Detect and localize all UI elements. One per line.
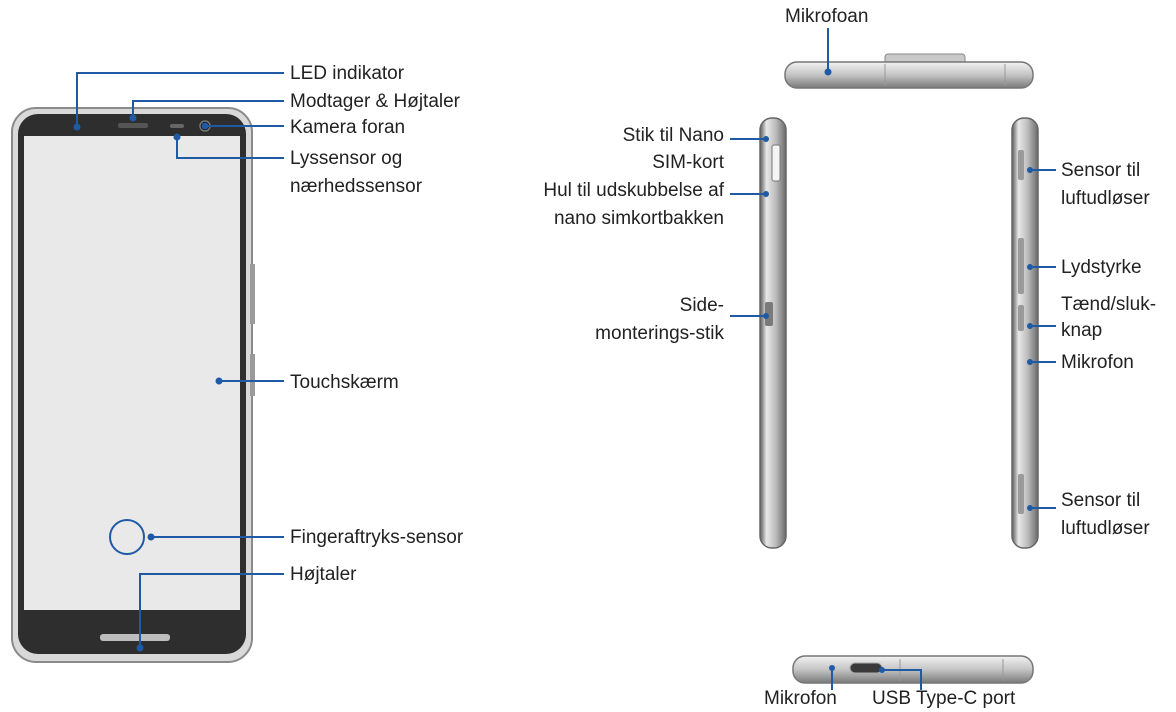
- speaker-grille-icon: [100, 634, 170, 641]
- label-volume: Lydstyrke: [1061, 257, 1142, 278]
- fingerprint-sensor-icon: [109, 519, 145, 555]
- left-side-view: Stik til Nano SIM-kort Hul til udskubbel…: [543, 117, 787, 549]
- label-speaker: Højtaler: [290, 564, 357, 585]
- sim-tray-slot: [771, 144, 781, 182]
- label-air-trigger-top-line1: Sensor til: [1061, 160, 1140, 181]
- top-edge-view: Mikrofoan: [784, 6, 1034, 89]
- label-air-trigger-bottom-line1: Sensor til: [1061, 490, 1140, 511]
- label-fingerprint-sensor: Fingeraftryks-sensor: [290, 527, 464, 548]
- side-button-upper: [250, 264, 255, 324]
- label-air-trigger-bottom-line2: luftudløser: [1061, 518, 1150, 539]
- label-top-microphone: Mikrofoan: [785, 6, 868, 27]
- left-side-body: [759, 117, 787, 549]
- front-view: LED indikator Modtager & Højtaler Kamera…: [11, 63, 464, 663]
- label-nano-sim-line2: SIM-kort: [652, 152, 725, 173]
- label-led-indicator: LED indikator: [290, 63, 405, 84]
- label-front-camera: Kamera foran: [290, 117, 405, 138]
- usb-c-port-icon: [849, 662, 883, 674]
- side-button-lower: [250, 354, 255, 396]
- light-sensor-icon: [170, 124, 184, 128]
- right-side-view: Sensor til luftudløser Lydstyrke Tænd/sl…: [1011, 117, 1156, 549]
- side-mount-port: [765, 302, 773, 326]
- volume-key: [1018, 238, 1024, 294]
- label-air-trigger-top-line2: luftudløser: [1061, 188, 1150, 209]
- label-bottom-microphone: Mikrofon: [764, 688, 837, 709]
- label-side-mount-line2: monterings-stik: [595, 323, 724, 344]
- receiver-slot-icon: [118, 123, 148, 128]
- label-light-sensor-line1: Lyssensor og: [290, 148, 402, 169]
- label-light-sensor-line2: nærhedssensor: [290, 176, 423, 197]
- label-touchscreen: Touchskærm: [290, 372, 399, 393]
- label-sim-eject-line2: nano simkortbakken: [554, 208, 724, 229]
- air-trigger-bottom-zone: [1018, 474, 1024, 514]
- top-edge-body: [784, 61, 1034, 89]
- label-side-mount-line1: Side-: [680, 295, 724, 316]
- label-usb-type-c-port: USB Type-C port: [872, 688, 1016, 709]
- power-key: [1018, 305, 1024, 331]
- bottom-edge-view: Mikrofon USB Type-C port: [764, 655, 1034, 709]
- label-receiver-speaker: Modtager & Højtaler: [290, 91, 461, 112]
- label-power-line2: knap: [1061, 320, 1102, 341]
- phone-screen: [24, 136, 240, 610]
- label-nano-sim-line1: Stik til Nano: [623, 125, 724, 146]
- label-side-microphone: Mikrofon: [1061, 352, 1134, 373]
- right-side-body: [1011, 117, 1039, 549]
- label-sim-eject-line1: Hul til udskubbelse af: [543, 180, 724, 201]
- air-trigger-top-zone: [1018, 150, 1024, 180]
- label-power-line1: Tænd/sluk-: [1061, 294, 1156, 315]
